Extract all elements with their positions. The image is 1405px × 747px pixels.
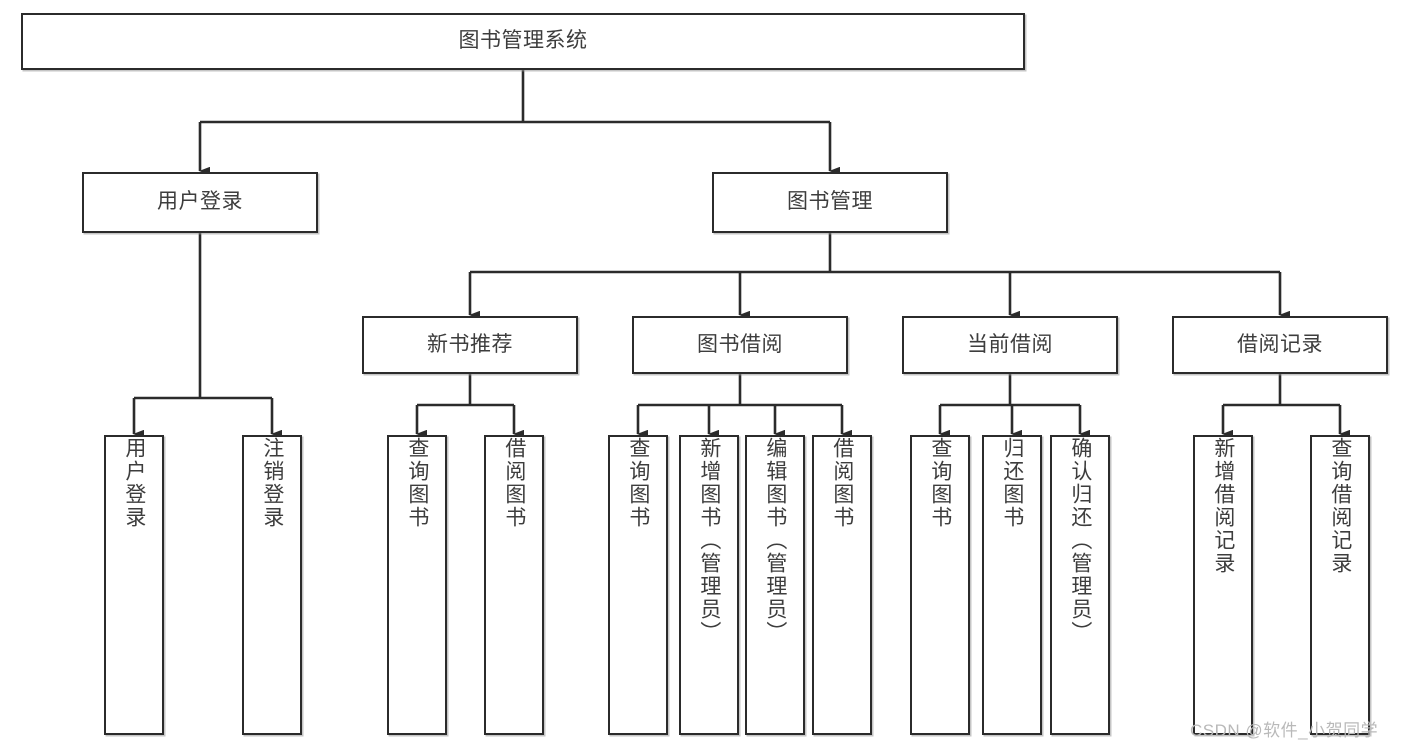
node-label: 借阅图书	[502, 437, 526, 529]
node-label: 查询图书	[626, 437, 650, 529]
node-bookmgr[interactable]: 图书管理	[712, 172, 948, 233]
node-leaf-borrow-book-1[interactable]: 借阅图书	[484, 435, 544, 735]
node-label: 查询图书	[928, 437, 952, 529]
node-leaf-user-login[interactable]: 用户登录	[104, 435, 164, 735]
node-label: 新增借阅记录	[1211, 437, 1235, 575]
node-label: 借阅图书	[830, 437, 854, 529]
node-label: 确认归还（管理员）	[1068, 437, 1092, 644]
node-leaf-user-logout[interactable]: 注销登录	[242, 435, 302, 735]
node-label: 当前借阅	[967, 332, 1053, 356]
node-root[interactable]: 图书管理系统	[21, 13, 1025, 70]
node-leaf-edit-book[interactable]: 编辑图书（管理员）	[745, 435, 805, 735]
node-label: 查询借阅记录	[1328, 437, 1352, 575]
node-label: 编辑图书（管理员）	[763, 437, 787, 644]
node-label: 查询图书	[405, 437, 429, 529]
node-leaf-query-record[interactable]: 查询借阅记录	[1310, 435, 1370, 735]
node-label: 用户登录	[157, 190, 243, 214]
node-leaf-add-book[interactable]: 新增图书（管理员）	[679, 435, 739, 735]
node-leaf-confirm-return[interactable]: 确认归还（管理员）	[1050, 435, 1110, 735]
node-label: 图书借阅	[697, 332, 783, 356]
node-label: 借阅记录	[1237, 332, 1323, 356]
node-label: 用户登录	[122, 437, 146, 529]
node-leaf-query-book-2[interactable]: 查询图书	[608, 435, 668, 735]
node-leaf-return-book[interactable]: 归还图书	[982, 435, 1042, 735]
node-borrow[interactable]: 图书借阅	[632, 316, 848, 374]
node-newbook[interactable]: 新书推荐	[362, 316, 578, 374]
node-login[interactable]: 用户登录	[82, 172, 318, 233]
node-leaf-query-book-3[interactable]: 查询图书	[910, 435, 970, 735]
node-label: 新增图书（管理员）	[697, 437, 721, 644]
node-record[interactable]: 借阅记录	[1172, 316, 1388, 374]
node-leaf-add-record[interactable]: 新增借阅记录	[1193, 435, 1253, 735]
node-label: 注销登录	[260, 437, 284, 529]
node-label: 图书管理系统	[458, 29, 588, 53]
node-leaf-borrow-book-2[interactable]: 借阅图书	[812, 435, 872, 735]
node-current[interactable]: 当前借阅	[902, 316, 1118, 374]
watermark-text: CSDN @软件_小贺同学	[1190, 721, 1379, 740]
node-label: 归还图书	[1000, 437, 1024, 529]
node-label: 图书管理	[787, 190, 873, 214]
node-label: 新书推荐	[427, 332, 513, 356]
node-leaf-query-book-1[interactable]: 查询图书	[387, 435, 447, 735]
